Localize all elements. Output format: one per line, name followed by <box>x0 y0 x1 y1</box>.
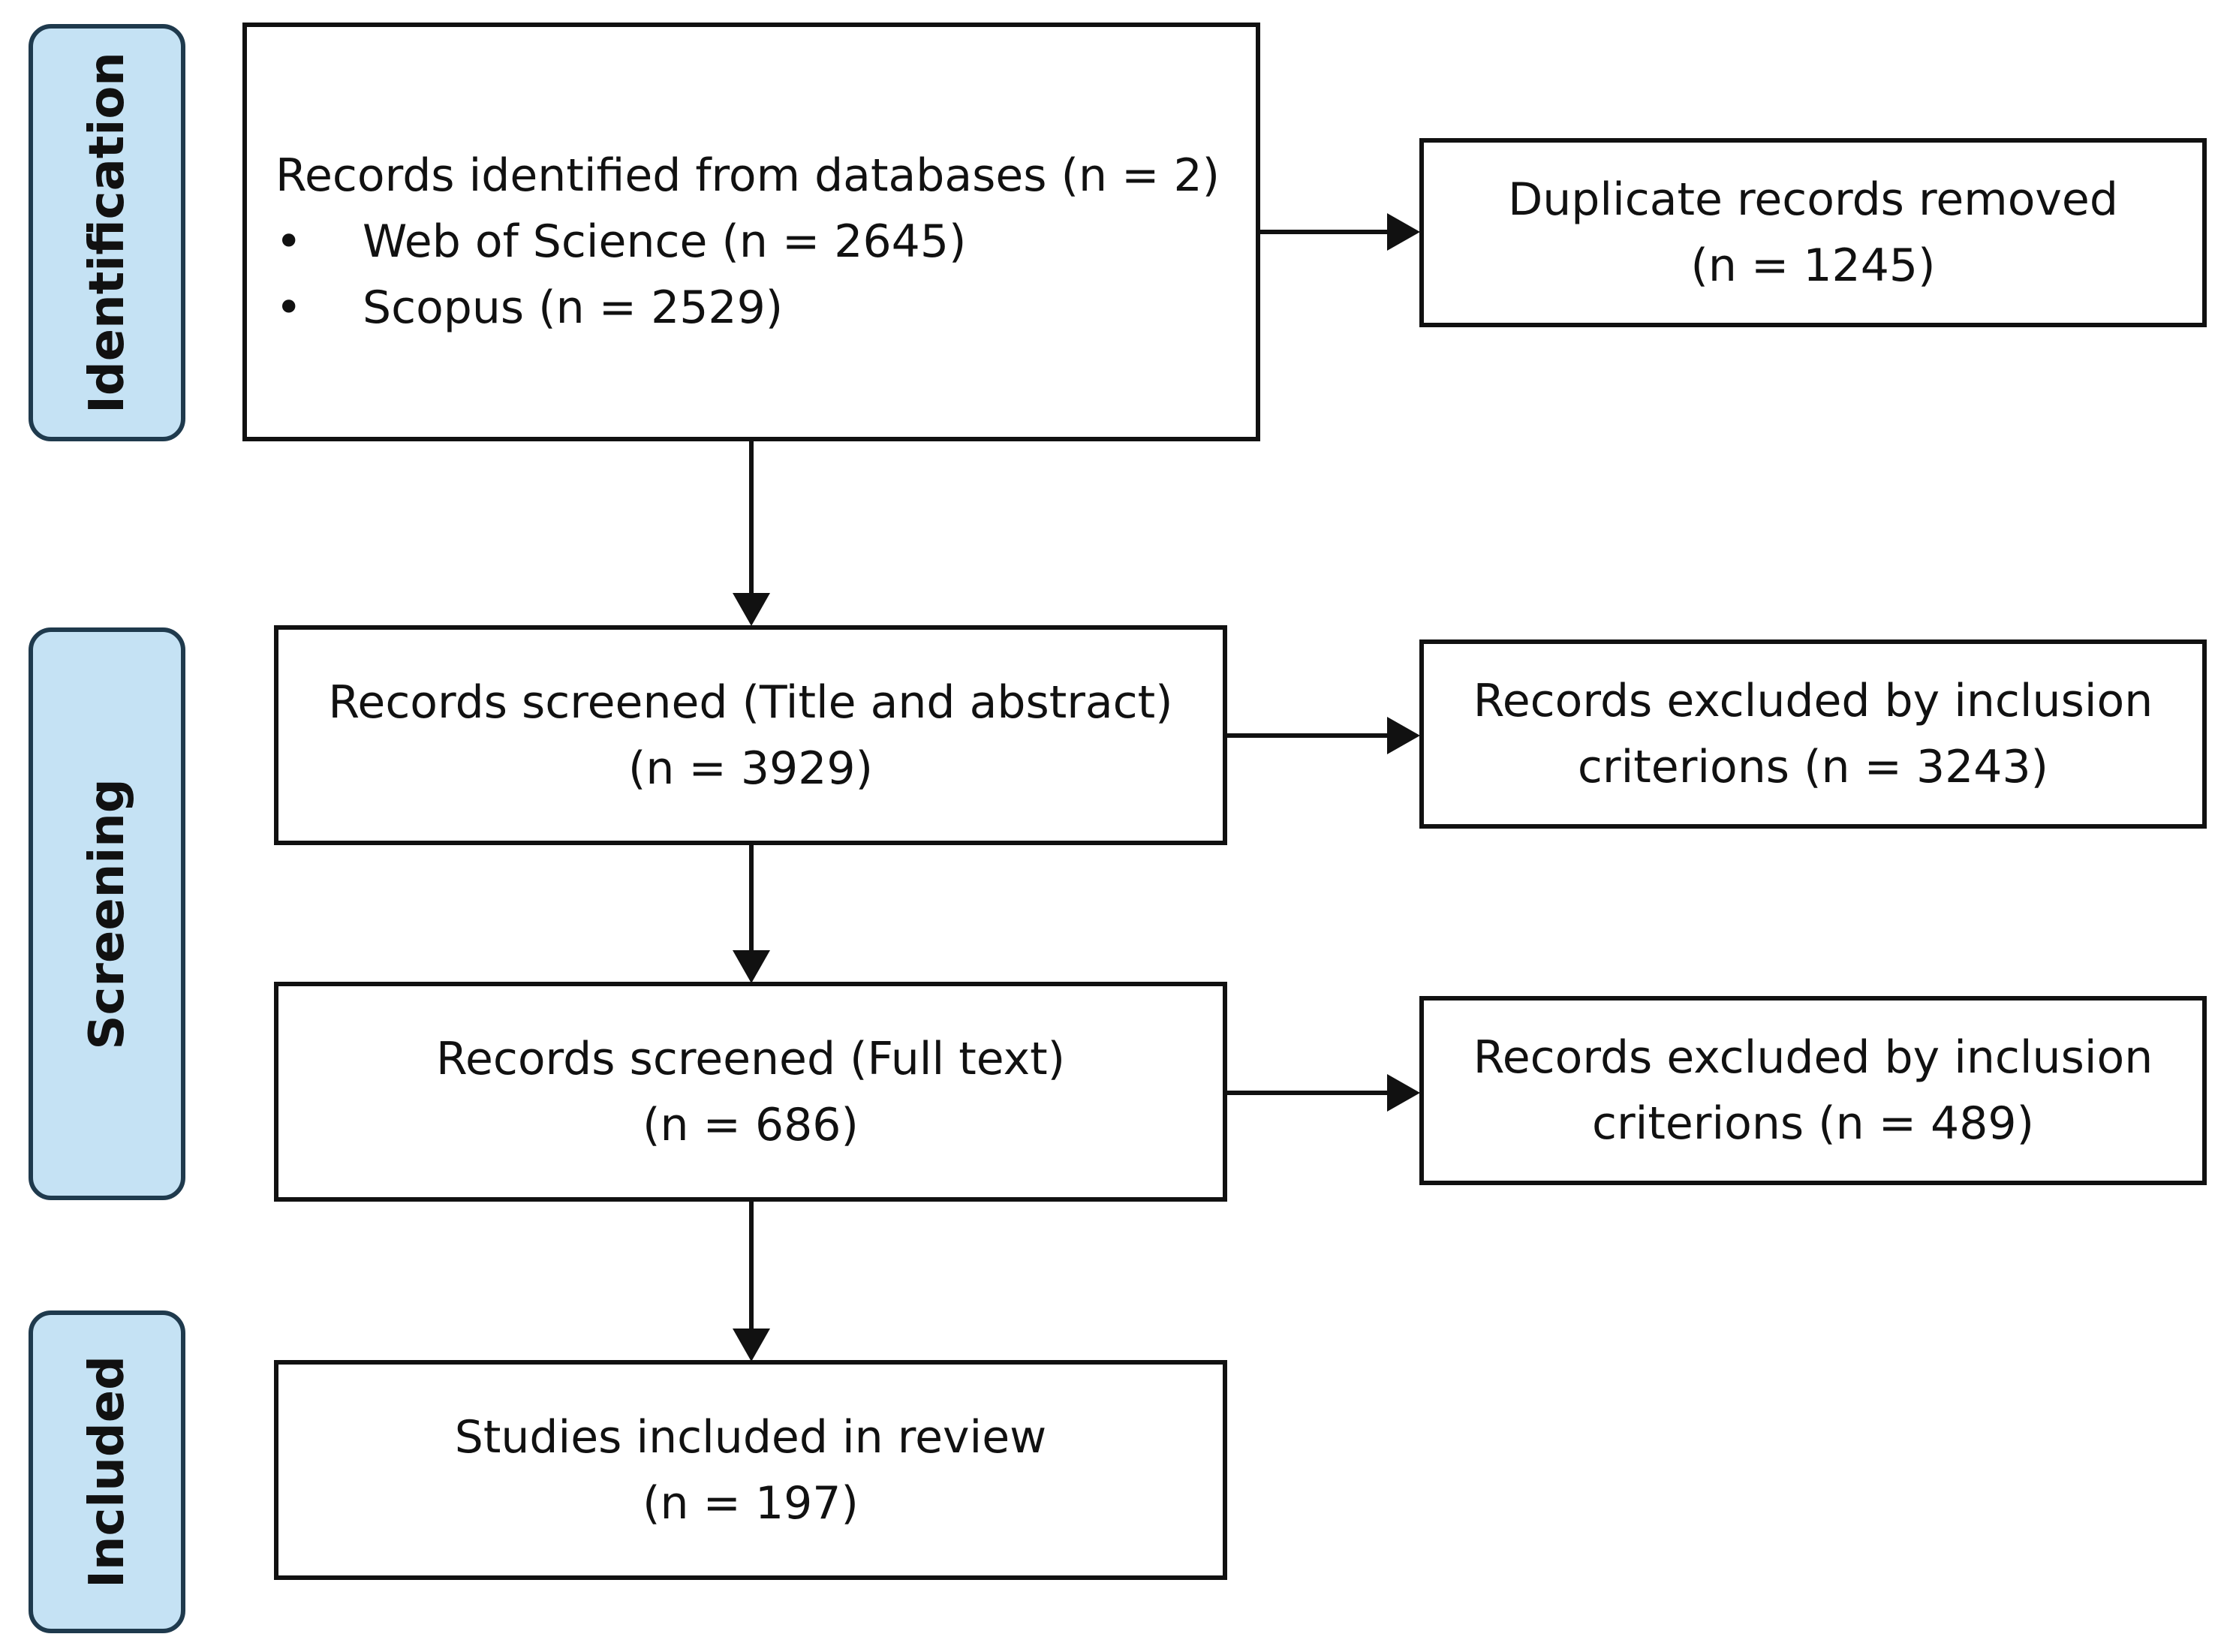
duplicates-removed-label: Duplicate records removed <box>1508 173 2118 226</box>
phase-screening: Screening <box>29 627 185 1200</box>
source-item-scopus: • Scopus (n = 2529) <box>275 275 1220 341</box>
duplicates-removed-count: (n = 1245) <box>1690 239 1936 292</box>
excluded-full-text-text: Records excluded by inclusion criterions… <box>1424 1025 2202 1157</box>
source-label: Web of Science (n = 2645) <box>363 215 967 268</box>
arrow-screened-to-excluded <box>1226 717 1420 754</box>
arrow-identified-to-screened <box>733 440 770 626</box>
excluded-title-abstract-text: Records excluded by inclusion criterions… <box>1424 668 2202 800</box>
bullet-icon: • <box>275 215 302 268</box>
excluded-full-text-label: Records excluded by inclusion <box>1473 1031 2153 1084</box>
screened-title-abstract-count: (n = 3929) <box>628 742 873 795</box>
arrow-screened-to-fulltext <box>733 844 770 983</box>
phase-identification: Identification <box>29 24 185 441</box>
records-identified-box: Records identified from databases (n = 2… <box>242 23 1260 441</box>
screened-title-abstract-box: Records screened (Title and abstract) (n… <box>274 625 1227 845</box>
excluded-title-abstract-label: Records excluded by inclusion <box>1473 675 2153 727</box>
source-item-web-of-science: • Web of Science (n = 2645) <box>275 209 1220 275</box>
included-studies-box: Studies included in review (n = 197) <box>274 1360 1227 1580</box>
arrow-fulltext-to-included <box>733 1201 770 1362</box>
screened-full-text-box: Records screened (Full text) (n = 686) <box>274 982 1227 1202</box>
excluded-full-text-count: criterions (n = 489) <box>1592 1097 2034 1150</box>
included-studies-count: (n = 197) <box>643 1476 859 1530</box>
phase-included: Included <box>29 1310 185 1633</box>
screened-full-text-text: Records screened (Full text) (n = 686) <box>278 1026 1223 1158</box>
arrow-identified-to-duplicates <box>1259 213 1420 251</box>
screened-full-text-count: (n = 686) <box>643 1098 859 1151</box>
included-studies-label: Studies included in review <box>454 1410 1047 1464</box>
included-studies-text: Studies included in review (n = 197) <box>278 1404 1223 1536</box>
records-identified-title: Records identified from databases (n = 2… <box>275 149 1220 202</box>
screened-title-abstract-label: Records screened (Title and abstract) <box>328 676 1173 729</box>
duplicates-removed-text: Duplicate records removed (n = 1245) <box>1424 167 2202 299</box>
screened-title-abstract-text: Records screened (Title and abstract) (n… <box>278 670 1223 802</box>
duplicates-removed-box: Duplicate records removed (n = 1245) <box>1419 138 2207 327</box>
excluded-full-text-box: Records excluded by inclusion criterions… <box>1419 996 2207 1185</box>
source-label: Scopus (n = 2529) <box>363 281 784 334</box>
bullet-icon: • <box>275 281 302 334</box>
arrow-fulltext-to-excluded <box>1226 1074 1420 1112</box>
screened-full-text-label: Records screened (Full text) <box>435 1032 1066 1085</box>
records-identified-text: Records identified from databases (n = 2… <box>275 143 1220 341</box>
excluded-title-abstract-box: Records excluded by inclusion criterions… <box>1419 639 2207 829</box>
excluded-title-abstract-count: criterions (n = 3243) <box>1577 741 2049 793</box>
